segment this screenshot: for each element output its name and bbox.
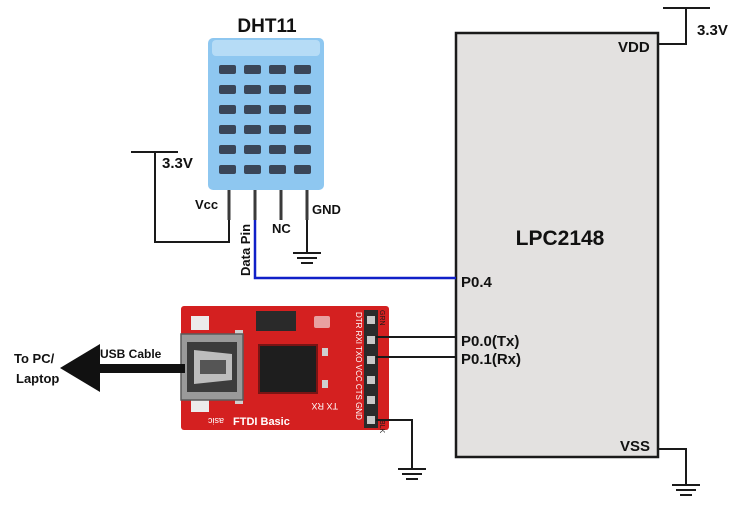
sensor-title: DHT11 <box>237 16 297 37</box>
sensor-vent <box>294 165 311 174</box>
header-pin <box>367 376 375 384</box>
sensor-vent <box>219 145 236 154</box>
sensor-vent <box>269 145 286 154</box>
ftdi-header-pins <box>364 310 378 428</box>
sensor-vent <box>219 125 236 134</box>
header-pin <box>367 396 375 404</box>
vdd-label: VDD <box>618 39 650 56</box>
sensor-vent <box>219 105 236 114</box>
gnd-pin-label: GND <box>312 202 341 217</box>
ftdi-tx-rx-label: TX RX <box>311 401 338 411</box>
ftdi-grn-label: GRN <box>378 310 385 326</box>
ftdi-header-pin-labels: DTR RXI TXO VCC CTS GND <box>354 312 363 420</box>
sensor-vent <box>294 85 311 94</box>
sensor-vent <box>219 165 236 174</box>
usb-cable-label: USB Cable <box>100 347 162 361</box>
sensor-vent <box>244 65 261 74</box>
sensor-supply-label: 3.3V <box>162 155 193 172</box>
data-pin-label: Data Pin <box>238 224 253 276</box>
data-wire <box>253 220 456 280</box>
sensor-vent <box>269 105 286 114</box>
pin-p01-label: P0.1(Rx) <box>461 351 521 368</box>
sensor-pins <box>227 190 309 220</box>
sensor-vent <box>244 105 261 114</box>
sensor-vent <box>294 65 311 74</box>
sensor-vent <box>269 165 286 174</box>
sensor-vent <box>294 145 311 154</box>
sensor-vent <box>269 125 286 134</box>
dht11-sensor-body <box>208 38 324 190</box>
sensor-vent <box>244 145 261 154</box>
mcu-vdd-supply <box>658 7 710 45</box>
ftdi-blk-label: BLK <box>378 420 385 434</box>
sensor-vent <box>244 165 261 174</box>
sensor-vent <box>219 85 236 94</box>
sensor-vent <box>244 85 261 94</box>
vss-label: VSS <box>620 438 650 455</box>
sensor-vent <box>294 105 311 114</box>
header-pin <box>367 316 375 324</box>
header-pin <box>367 336 375 344</box>
mcu-name: LPC2148 <box>516 227 605 250</box>
ftdi-board-sublabel: asic <box>207 416 224 426</box>
usb-cable-arrow <box>60 344 185 392</box>
sensor-vcc-supply <box>131 151 230 243</box>
usb-target-line1: To PC/ <box>14 351 55 366</box>
sensor-vent <box>269 65 286 74</box>
lpc2148-chip <box>454 31 660 459</box>
sensor-vent <box>269 85 286 94</box>
uart-wires <box>376 336 456 358</box>
ftdi-board-label: FTDI Basic <box>233 416 290 428</box>
pin-p00-label: P0.0(Tx) <box>461 333 519 350</box>
usb-target-line2: Laptop <box>16 371 59 386</box>
vcc-pin-label: Vcc <box>195 197 218 212</box>
header-pin <box>367 356 375 364</box>
nc-pin-label: NC <box>272 221 291 236</box>
pin-p04-label: P0.4 <box>461 274 493 291</box>
sensor-vent <box>219 65 236 74</box>
mcu-ground-symbol <box>658 448 700 496</box>
mcu-supply-label: 3.3V <box>697 22 728 39</box>
sensor-ground-symbol <box>293 220 321 264</box>
ftdi-ground-symbol <box>376 419 426 480</box>
mini-usb-connector <box>180 333 244 401</box>
sensor-vent <box>294 125 311 134</box>
header-pin <box>367 416 375 424</box>
sensor-vent <box>244 125 261 134</box>
